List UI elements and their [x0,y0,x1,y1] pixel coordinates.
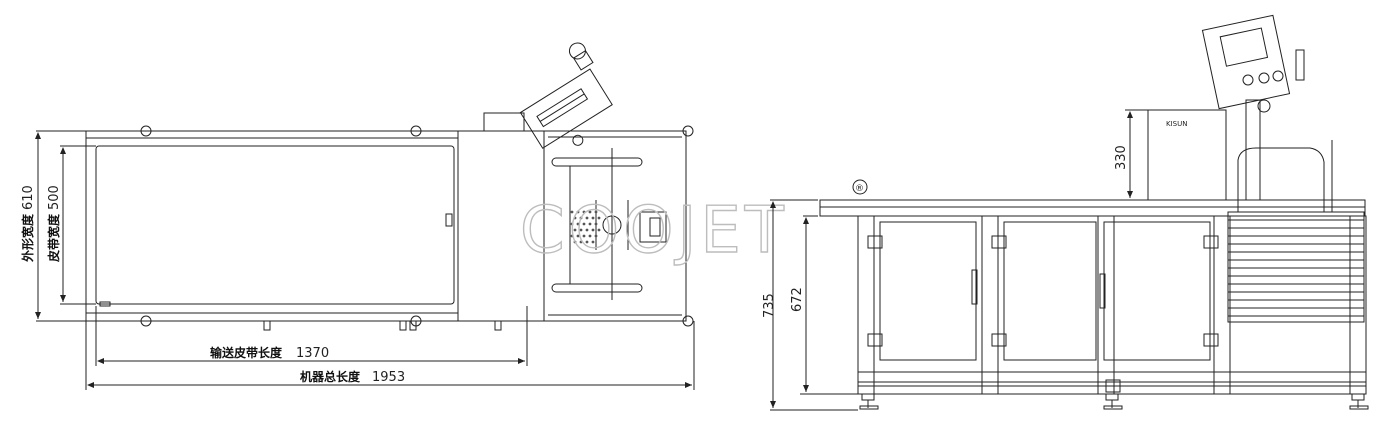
registered-mark: ® [852,179,868,195]
watermark: COOJET [520,194,788,268]
height-total-value: 735 [762,293,777,318]
head-height-value: 330 [1114,145,1129,170]
height-conveyor-value: 672 [790,287,805,312]
outer-width-label: 外形宽度 [20,213,35,262]
perforated-plate [570,210,601,244]
machine-length-label: 机器总长度 [300,369,361,384]
lower-guide-rail [551,283,643,293]
machine-length-value: 1953 [372,370,405,385]
top-view [35,42,695,390]
conveyor-frame [85,130,459,322]
belt-length-value: 1370 [296,346,329,361]
tunnel-hood [1237,147,1325,212]
upper-guide-rail [551,157,643,167]
svg-text:®: ® [855,184,864,194]
belt-length-label: 输送皮带长度 [210,345,283,360]
cabinet-door-1 [879,221,977,361]
conveyor-belt [95,145,455,305]
brand-plate: KISUN [1166,120,1187,128]
belt-width-label: 皮带宽度 [46,213,61,263]
outer-width-value: 610 [21,185,36,210]
cabinet-door-2 [1003,221,1097,361]
controller-head [519,42,613,149]
controller-box [1201,14,1291,110]
side-view [770,14,1369,411]
print-head-box [1147,109,1227,201]
belt-width-value: 500 [47,185,62,210]
conveyor-top-rail [819,199,1366,217]
printer-station-frame [543,130,687,322]
cabinet-door-3 [1103,221,1211,361]
reject-housing [1227,211,1365,323]
